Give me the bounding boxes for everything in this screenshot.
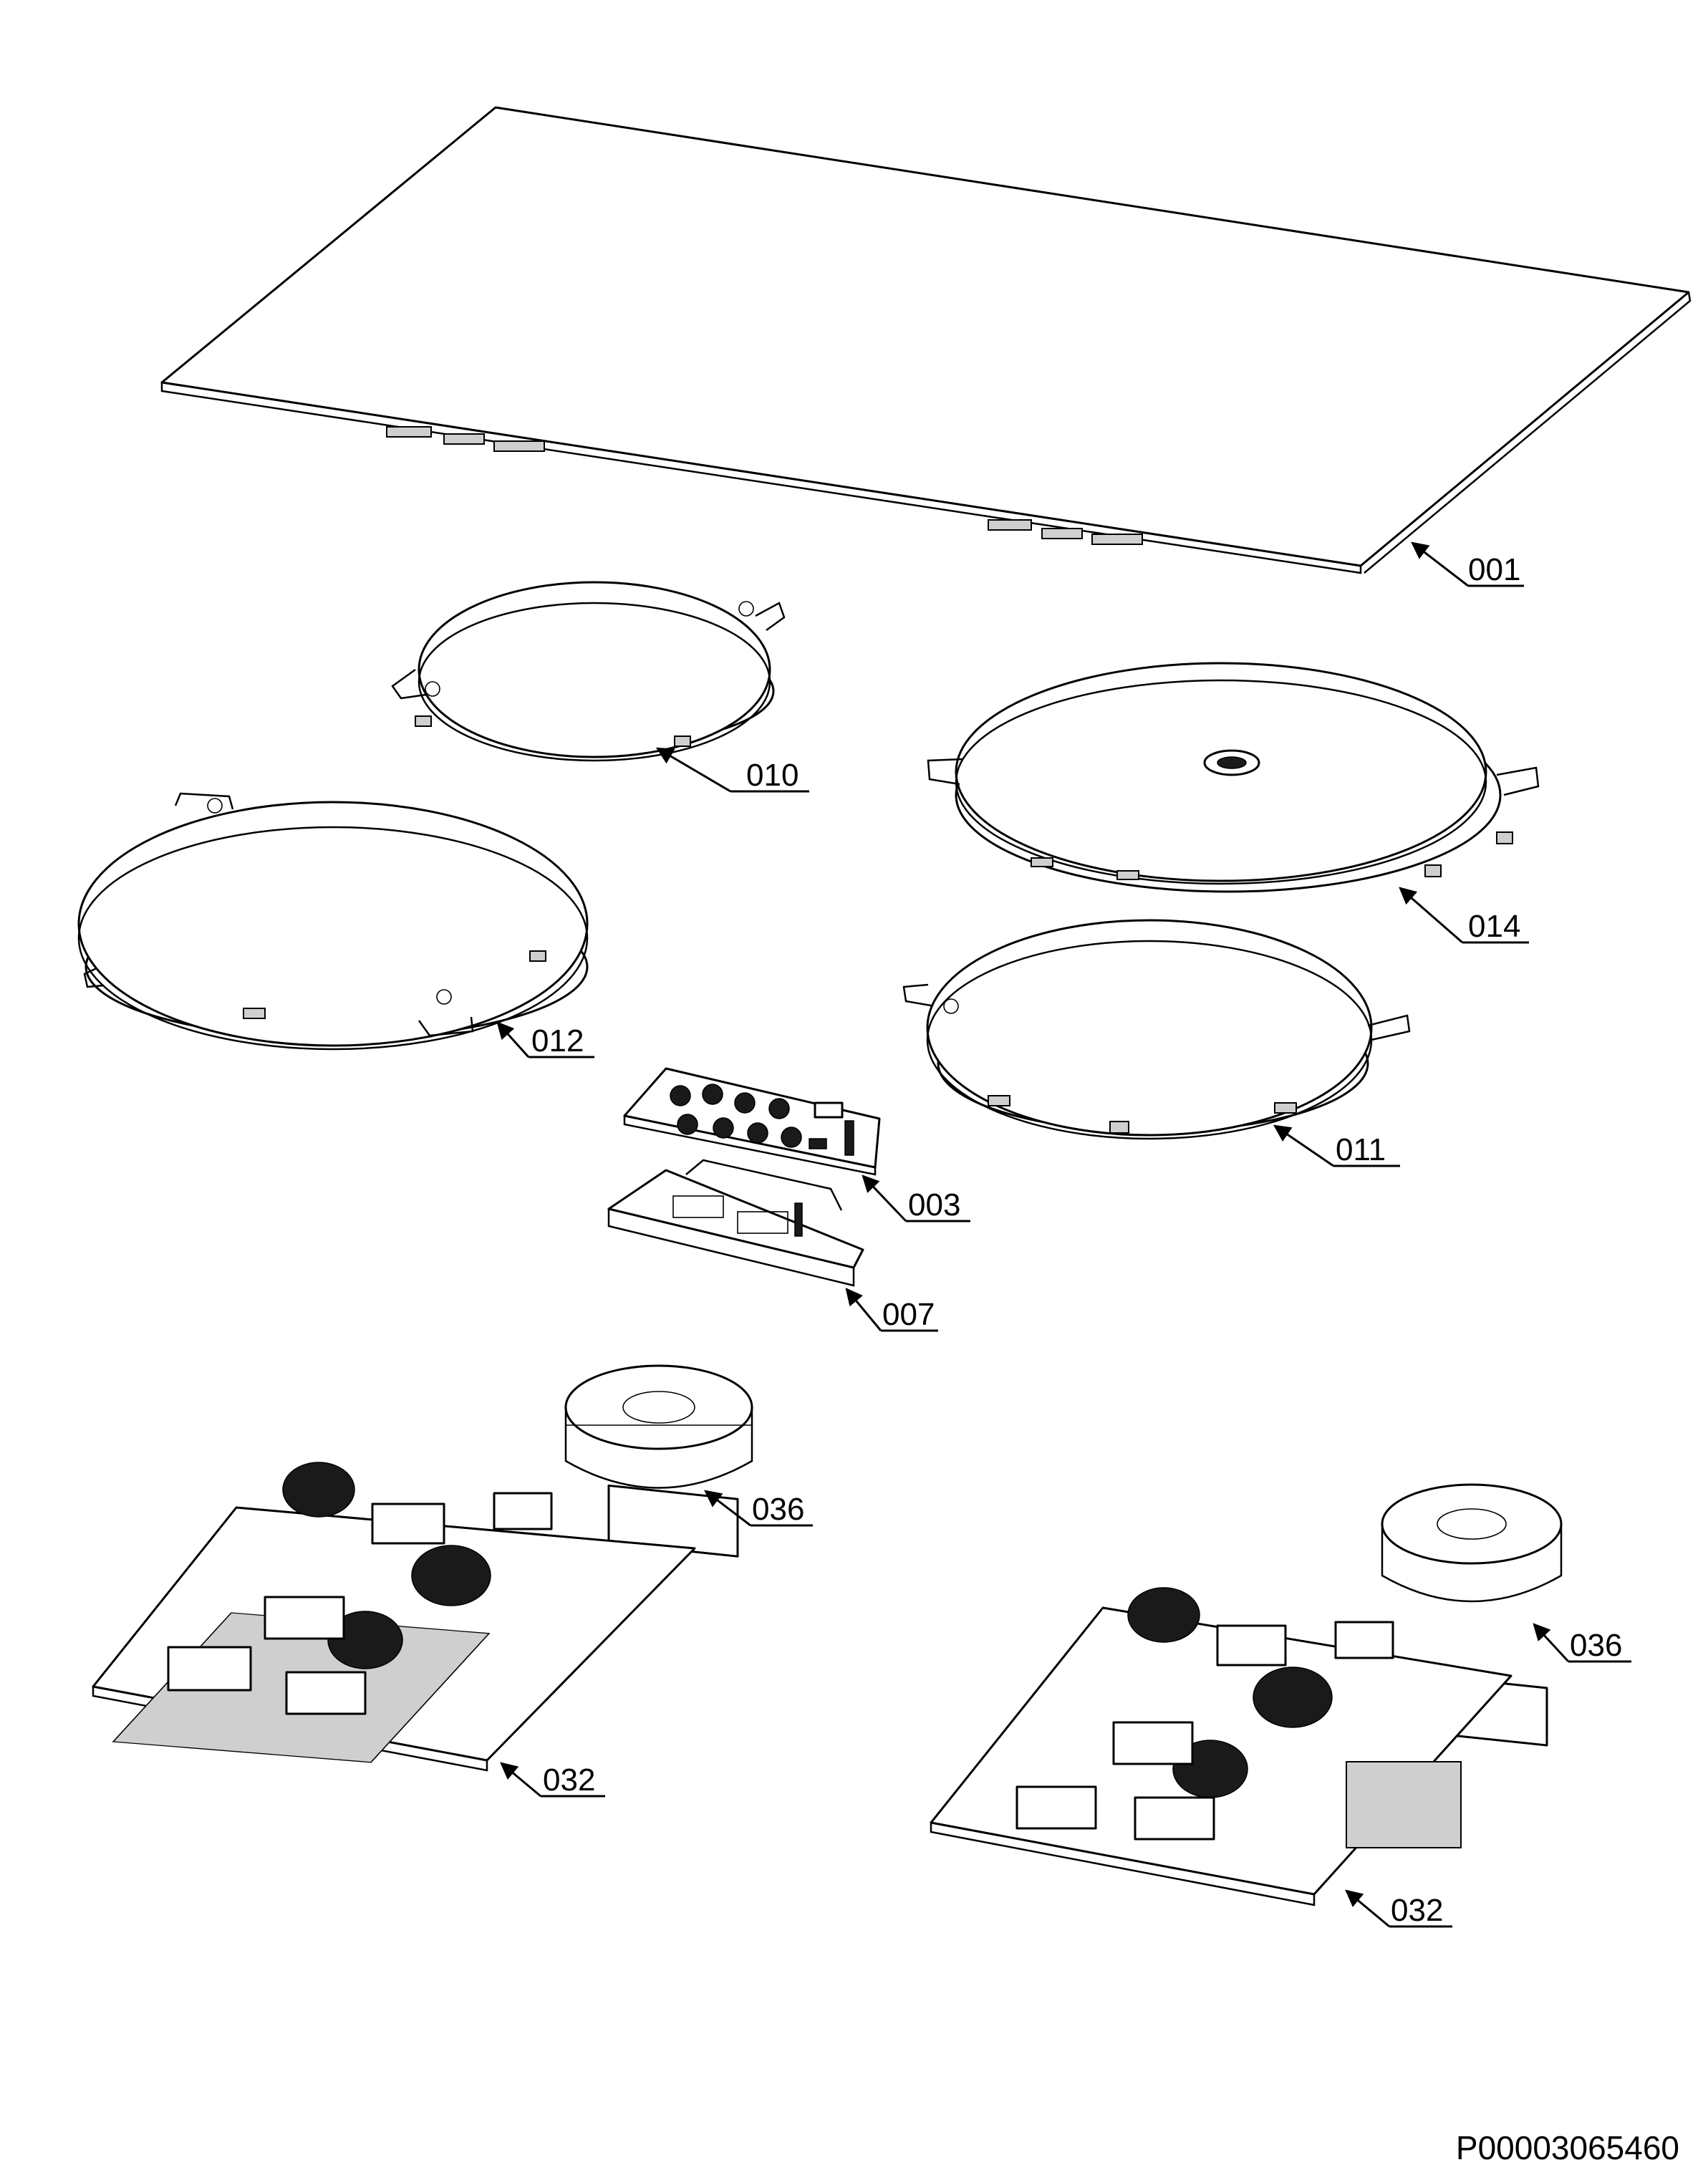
part-003-control-board[interactable] [623,1067,881,1176]
callout-label-001: 001 [1468,552,1520,587]
callout-label-007: 007 [882,1297,935,1332]
callout-label-032-a: 032 [543,1762,595,1798]
part-036-cooling-fan[interactable] [564,1364,753,1558]
callout-label-036-b: 036 [1570,1628,1622,1663]
part-010-induction-coil[interactable] [391,581,786,762]
part-001-glass-top[interactable] [160,106,1692,574]
callout-label-014: 014 [1468,909,1520,944]
part-014-oval-induction-coil[interactable] [927,662,1540,893]
callout-label-003: 003 [908,1187,960,1222]
callout-036-a: 036 [704,1490,813,1527]
callout-010: 010 [655,747,809,793]
callout-label-032-b: 032 [1391,1893,1443,1928]
part-032-power-board[interactable] [92,1462,696,1772]
callout-001: 001 [1411,541,1524,587]
callout-007: 007 [845,1288,938,1332]
part-032-power-board-2[interactable] [930,1587,1512,1906]
part-011-induction-coil[interactable] [902,919,1411,1140]
callout-011: 011 [1273,1124,1400,1167]
callout-032-b: 032 [1345,1889,1452,1928]
callout-014: 014 [1399,887,1529,944]
callout-label-010: 010 [746,758,798,793]
part-012-induction-coil[interactable] [77,792,589,1051]
callout-036-b: 036 [1533,1623,1631,1663]
callout-label-012: 012 [531,1023,584,1058]
callout-032-a: 032 [500,1762,605,1798]
part-007-board-holder[interactable] [607,1159,864,1287]
callout-012: 012 [496,1021,594,1058]
document-id: P00003065460 [1455,2129,1679,2166]
callout-003: 003 [862,1175,970,1222]
callout-label-036-a: 036 [752,1492,804,1527]
callout-label-011: 011 [1336,1132,1386,1167]
